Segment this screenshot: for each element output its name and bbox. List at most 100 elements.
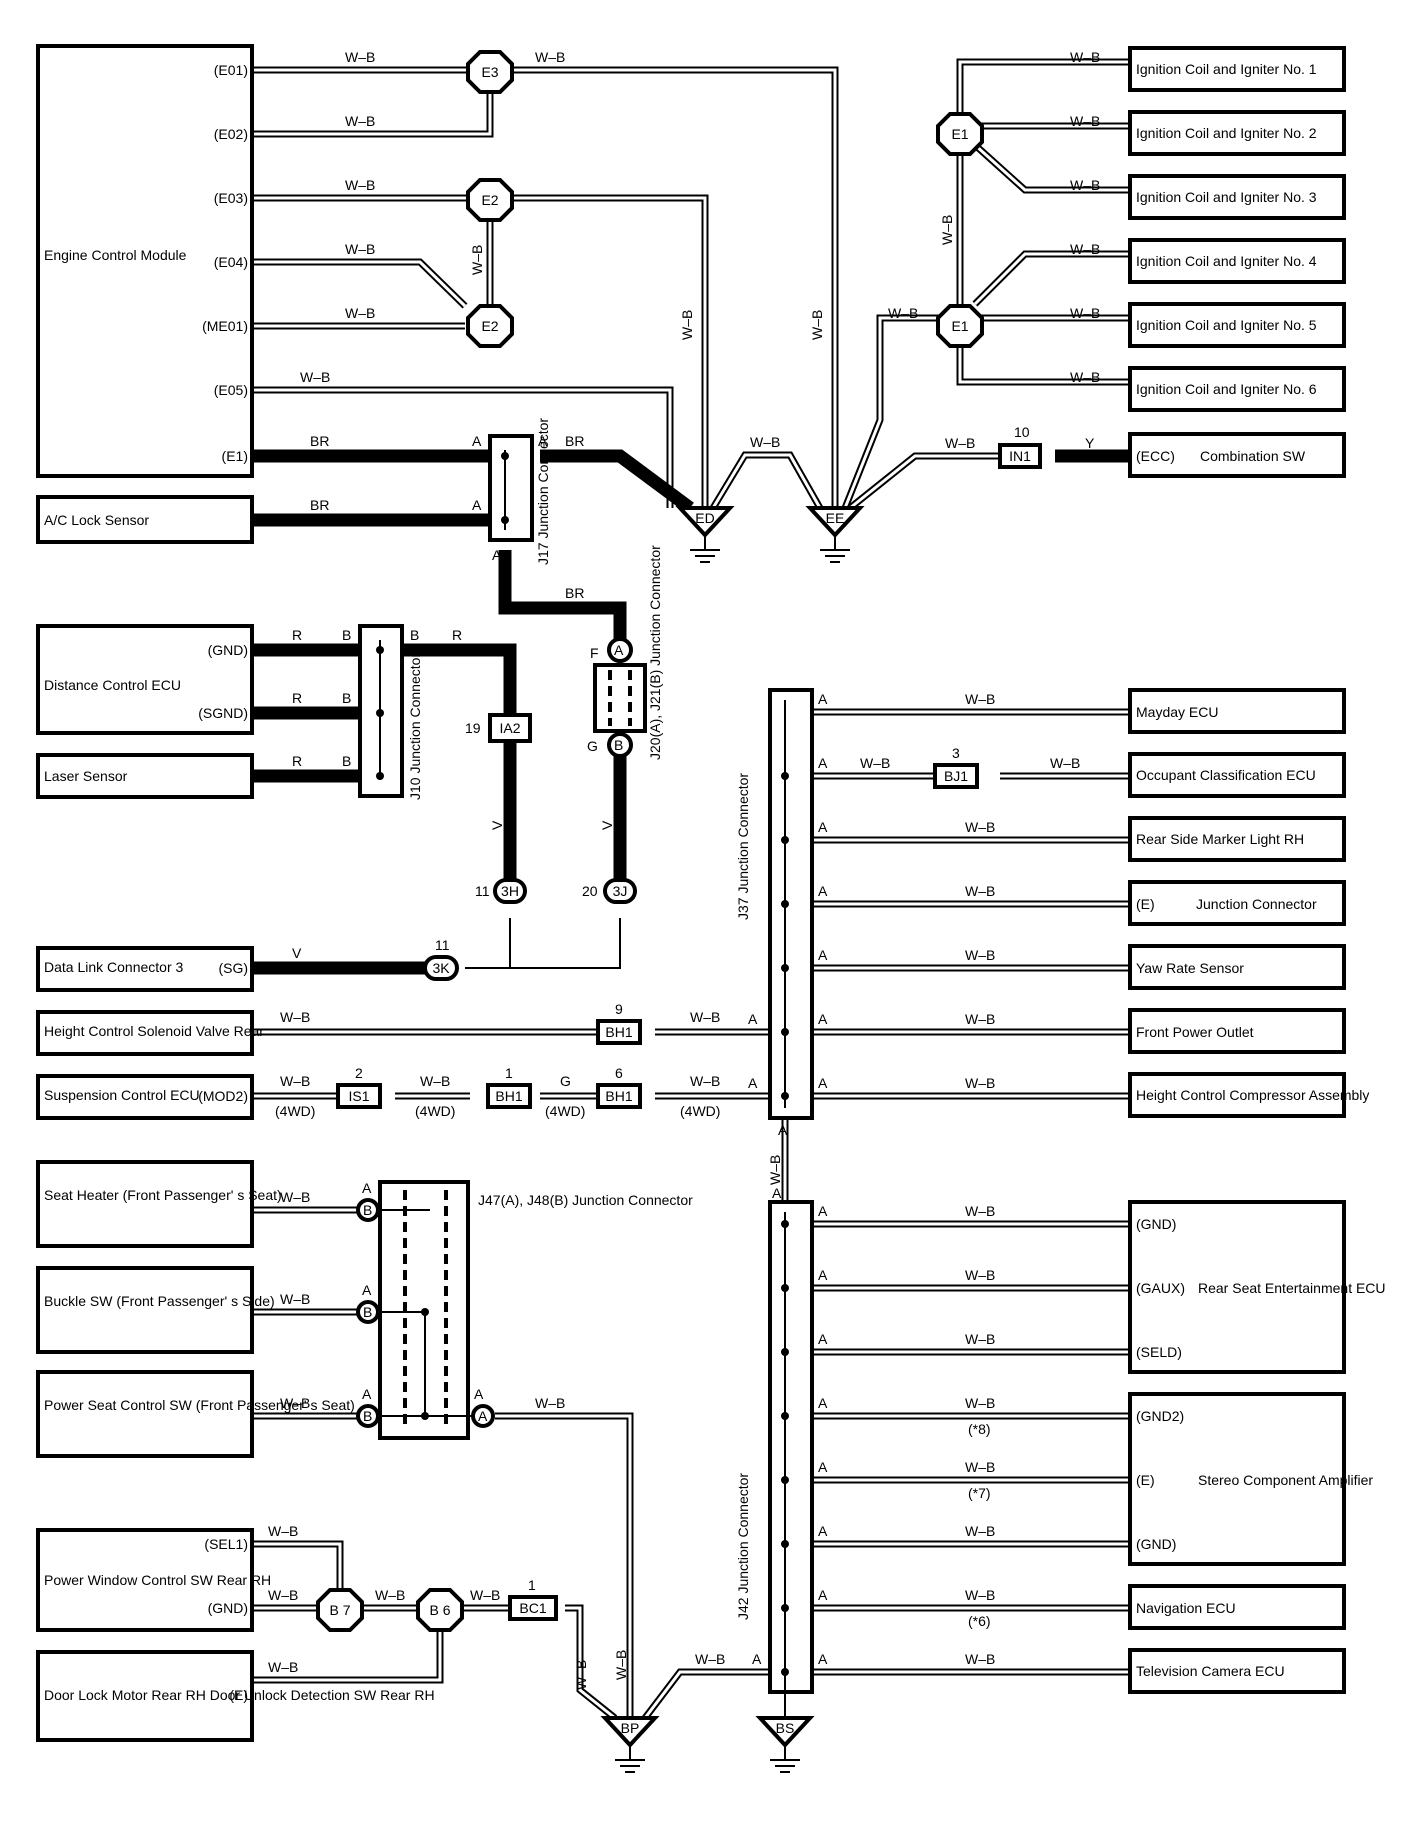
ground-bs-label: BS bbox=[776, 1720, 795, 1736]
rse-label: Rear Seat Entertainment ECU bbox=[1198, 1280, 1386, 1296]
pin-letter: A bbox=[472, 433, 482, 449]
j37-label: J37 Junction Connector bbox=[735, 773, 751, 920]
bj1-connector-label: BJ1 bbox=[944, 768, 968, 784]
note-4wd: (4WD) bbox=[275, 1103, 315, 1119]
power-seat-label: Power Seat Control SW (Front Passenger' … bbox=[44, 1397, 355, 1413]
ecm-box: Engine Control Module (E01) (E02) (E03) … bbox=[36, 44, 254, 478]
note-7: (*7) bbox=[968, 1485, 991, 1501]
stereo-label: Stereo Component Amplifier bbox=[1198, 1472, 1373, 1488]
pin-number: 11 bbox=[475, 883, 490, 899]
wire-label: W–B bbox=[345, 49, 375, 65]
coil5-label: Ignition Coil and Igniter No. 5 bbox=[1136, 317, 1317, 333]
pin-number: 1 bbox=[505, 1065, 513, 1081]
wire-label: W–B bbox=[613, 1650, 629, 1680]
pin-letter: A bbox=[492, 547, 502, 563]
suspension-box: Suspension Control ECU (MOD2) bbox=[36, 1074, 254, 1120]
pin-letter: A bbox=[748, 1075, 758, 1091]
wire-label: W–B bbox=[888, 305, 918, 321]
pin-e01: (E01) bbox=[214, 62, 248, 78]
wire-label: W–B bbox=[1070, 113, 1100, 129]
pin-sgnd: (SGND) bbox=[198, 705, 248, 721]
wire-label: W–B bbox=[573, 1660, 589, 1690]
wire-label: W–B bbox=[965, 1459, 995, 1475]
pin-number: 11 bbox=[435, 937, 450, 953]
e2-connector-label-b: E2 bbox=[481, 318, 498, 334]
laser-label: Laser Sensor bbox=[44, 768, 128, 784]
bh1-connector-label-c: BH1 bbox=[605, 1088, 632, 1104]
wire-label: W–B bbox=[965, 1267, 995, 1283]
pin-e-door: (E) bbox=[229, 1687, 248, 1703]
pin-letter: A bbox=[778, 1122, 788, 1138]
pin-letter: A bbox=[818, 1011, 828, 1027]
pin-number: 3 bbox=[952, 745, 960, 761]
wire-label: W–B bbox=[679, 310, 695, 340]
wire-label: W–B bbox=[965, 1523, 995, 1539]
pin-letter: A bbox=[818, 1395, 828, 1411]
wire-label: W–B bbox=[750, 434, 780, 450]
pin-number: 10 bbox=[1014, 424, 1030, 440]
wire-label: W–B bbox=[345, 241, 375, 257]
e1-connector-label-a: E1 bbox=[951, 126, 968, 142]
wire-label: W–B bbox=[268, 1659, 298, 1675]
pin-e05: (E05) bbox=[214, 382, 248, 398]
wire-label: W–B bbox=[1070, 241, 1100, 257]
pin-letter: A bbox=[362, 1282, 372, 1298]
wire-label: W–B bbox=[1070, 177, 1100, 193]
b6-connector-label: B 6 bbox=[429, 1602, 450, 1618]
wire-label: V bbox=[599, 820, 615, 830]
wire-label: W–B bbox=[965, 1587, 995, 1603]
wires bbox=[252, 58, 1130, 1721]
pin-letter: A bbox=[818, 1075, 828, 1091]
pin-number: 20 bbox=[582, 883, 598, 899]
wire-labels: W–B W–B W–B W–B W–B W–B W–B W–B W–B W–B … bbox=[268, 49, 1100, 1690]
wire-label: V bbox=[292, 945, 302, 961]
3h-connector-label: 3H bbox=[501, 883, 519, 899]
note-4wd: (4WD) bbox=[545, 1103, 585, 1119]
j20-block: J20(A), J21(B) Junction Connector bbox=[593, 545, 663, 760]
ac-lock-box: A/C Lock Sensor bbox=[36, 495, 254, 544]
wire-label: W–B bbox=[965, 883, 995, 899]
seat-heater-box: Seat Heater (Front Passenger' s Seat) bbox=[36, 1160, 282, 1248]
wire-label: W–B bbox=[945, 435, 975, 451]
wire-label: W–B bbox=[420, 1073, 450, 1089]
wire-label: R bbox=[292, 753, 302, 769]
pin-letter: G bbox=[587, 738, 598, 754]
pin-letter: F bbox=[590, 645, 599, 661]
wire-label: W–B bbox=[268, 1587, 298, 1603]
pin-e04: (E04) bbox=[214, 254, 248, 270]
j20-label: J20(A), J21(B) Junction Connector bbox=[647, 545, 663, 760]
j42-target-boxes: (GND) (GAUX) (SELD) Rear Seat Entertainm… bbox=[1128, 1200, 1386, 1694]
note-4wd: (4WD) bbox=[680, 1103, 720, 1119]
wire-label: W–B bbox=[345, 177, 375, 193]
coil-boxes: Ignition Coil and Igniter No. 1 Ignition… bbox=[1128, 46, 1346, 412]
ground-symbols: ED EE BP BS bbox=[600, 506, 865, 1773]
wire-label: R bbox=[452, 627, 462, 643]
distance-ecu-box: Distance Control ECU (GND) (SGND) bbox=[36, 624, 254, 735]
pin-gnd-pw: (GND) bbox=[208, 1600, 248, 1616]
note-6: (*6) bbox=[968, 1613, 991, 1629]
pin-letter: A bbox=[538, 433, 548, 449]
coil3-label: Ignition Coil and Igniter No. 3 bbox=[1136, 189, 1317, 205]
pin-letter: A bbox=[362, 1180, 372, 1196]
wire-label: W–B bbox=[1070, 49, 1100, 65]
rear-marker-label: Rear Side Marker Light RH bbox=[1136, 831, 1304, 847]
coil1-label: Ignition Coil and Igniter No. 1 bbox=[1136, 61, 1317, 77]
buckle-box: Buckle SW (Front Passenger' s Side) bbox=[36, 1266, 275, 1354]
pin-letter: A bbox=[818, 1523, 828, 1539]
pin-ecc: (ECC) bbox=[1136, 448, 1175, 464]
laser-box: Laser Sensor bbox=[36, 753, 254, 799]
pin-seld: (SELD) bbox=[1136, 1344, 1182, 1360]
wire-label: G bbox=[560, 1073, 571, 1089]
j17-block: J17 Junction Connector bbox=[488, 418, 551, 565]
wire-label: W–B bbox=[469, 245, 485, 275]
in1-connector-label: IN1 bbox=[1009, 448, 1031, 464]
pin-letter: A bbox=[818, 755, 828, 771]
pin-letter: A bbox=[478, 1408, 488, 1424]
j37-target-boxes: Mayday ECU Occupant Classification ECU R… bbox=[1128, 688, 1369, 1118]
buckle-label: Buckle SW (Front Passenger' s Side) bbox=[44, 1293, 275, 1309]
tv-camera-label: Television Camera ECU bbox=[1136, 1663, 1285, 1679]
wire-label: BR bbox=[310, 497, 329, 513]
is1-connector-label: IS1 bbox=[348, 1088, 369, 1104]
wire-label: W–B bbox=[965, 1075, 995, 1091]
wire-label: W–B bbox=[1070, 305, 1100, 321]
